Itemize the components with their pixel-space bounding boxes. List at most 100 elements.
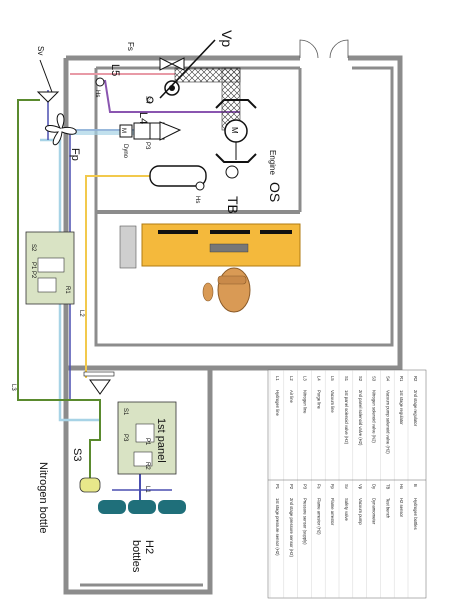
legend-code: L1 [275,376,280,381]
h2-bottles [98,489,186,514]
compressor-icon [159,121,182,141]
legend-description: Vacuum pump solenoid valve (H2) [385,390,390,454]
tank-icon [149,165,207,187]
label-h-top: Hs [94,90,100,97]
legend-code: R2 [413,376,418,382]
legend-frame [267,369,427,599]
test-bench [119,223,301,313]
label-h2-line2: bottles [130,540,142,573]
label-tb: TB [225,196,241,214]
legend-description: Hydrogen bottles [413,498,418,530]
legend-code: P1 [275,484,280,490]
legend-description: Flame arrestor [330,498,335,526]
label-l5: L5 [109,64,121,76]
pc-tower [119,225,137,269]
h2-bottle-2 [128,500,156,514]
legend-description: Hydrogen line [275,390,280,417]
nitrogen-bottle [79,477,101,493]
legend-description: Dynamometer [372,498,377,525]
hs-sensor-icon [195,181,205,191]
fan-fp [45,113,77,146]
label-dyno: Dyno [122,144,128,159]
legend-description: Flame arrestor (H2) [316,498,321,535]
label-first-panel: 1st panel [155,418,167,463]
label-nitrogen: Nitrogen bottle [37,462,49,534]
label-h2: H2 bottles [130,540,155,573]
flame-arrestor-fs [159,57,185,71]
h2-bottle-1 [98,500,126,514]
air-line [85,175,200,378]
h-sensor-icon [95,77,105,87]
legend-description: 2nd stage pressure sensor (H2) [289,498,294,557]
monitor-3 [260,230,292,234]
lower-room-wall [63,368,213,595]
label-p3: P3 [144,142,150,150]
tank [149,165,239,191]
s4-valve-icon [146,96,154,104]
second-panel [25,231,75,305]
label-os: OS [267,182,283,202]
dyno-box [133,122,151,140]
purge-line [104,79,240,113]
nitrogen-bottle-icon [79,477,101,493]
legend-description: Vacuum pump [358,498,363,525]
safety-valve [36,59,60,103]
gauge-icon [225,165,239,179]
legend-code: L2 [289,376,294,381]
door-left [299,39,319,59]
legend-code: Dy [372,484,377,490]
legend-code: Vp [358,484,363,490]
label-s3: S3 [71,448,83,461]
label-l1: L1 [144,486,150,493]
legend-description: 1st stage pressure sensor (H2) [275,498,280,556]
legend-description: 1st panel solenoid valve (H2) [344,390,349,445]
label-m-box: M [120,128,126,133]
chair [217,267,251,313]
legend-description: Nitrogen solenoid valve (N2) [372,390,377,443]
legend-description: Air line [289,390,294,403]
legend-code: R1 [399,376,404,382]
label-l3: L3 [10,384,16,391]
legend-description: 2nd stage regulator [413,390,418,427]
label-engine: Engine [268,150,277,175]
monitor-2 [210,230,250,234]
label-s4: S4 [144,96,150,104]
label-p-p3: P3 [122,434,128,442]
label-h2-line: H2 [143,540,155,554]
keyboard [209,243,249,253]
legend-code: Hs [399,484,404,489]
label-vp: Vp [219,30,235,47]
legend-code: L5 [330,376,335,381]
legend-description: H2 sensor [399,498,404,518]
labels: Vp Fs Sv L5 L4 Fp Hs S4 M Dyno P3 M Engi… [10,30,283,573]
nitrogen-line [17,99,101,478]
label-panel-s2: S2 [30,244,36,252]
label-sv: Sv [36,46,45,55]
label-p-s1: S1 [122,408,128,416]
legend-description: Safety valve [344,498,349,521]
engine [215,99,257,163]
legend-code: S1 [344,376,349,382]
label-fs: Fs [126,42,135,51]
bowtie-icon [159,57,174,71]
legend-code: TB [385,484,390,490]
legend-code: S2 [358,376,363,382]
legend-code: B [413,484,418,487]
door-right [329,39,349,59]
inner-wall [94,66,394,347]
h2-bottle-3 [158,500,186,514]
legend-code: Sv [344,484,349,490]
label-fp: Fp [69,148,81,161]
inline-devices [95,77,182,141]
m-box [119,124,133,138]
regulator-icon [89,379,111,395]
legend-code: Fs [316,484,321,489]
label-panel-p1p2: P1 P2 [30,262,36,279]
label-hs: Hs [194,196,200,203]
vacuum-pump [159,39,216,99]
label-p-r2: R2 [144,462,150,470]
legend-code: S4 [385,376,390,382]
label-l4: L4 [137,112,149,124]
legend-description: Vacuum line [330,390,335,413]
